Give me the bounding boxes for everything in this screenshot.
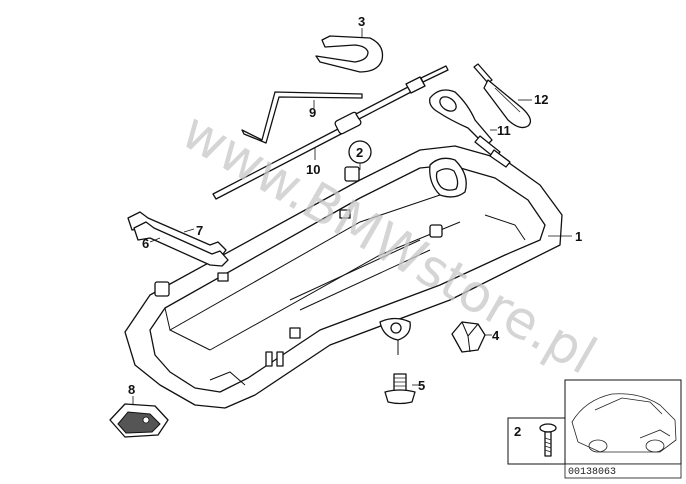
callout-11: 11 [497,123,511,138]
callout-1: 1 [575,229,582,244]
callout-10: 10 [306,162,320,177]
callout-7: 7 [196,223,203,238]
tool-tray [124,145,563,409]
car-inset [564,379,682,465]
callout-4: 4 [492,328,500,343]
cover-part-8 [109,396,169,438]
rod-part-10 [212,65,449,200]
screw-part-5 [384,373,420,405]
clip-part-3 [315,28,384,73]
inset-callout-2: 2 [514,424,521,439]
wrenches-part-6-7 [127,211,229,267]
towing-eye-part-11 [429,89,511,168]
callout-5: 5 [418,378,425,393]
screw-inset: 2 [507,417,566,465]
callout-6: 6 [142,236,149,251]
callout-8: 8 [128,382,135,397]
bent-wrench-part-9 [241,91,363,144]
nut-clip-part-4 [451,321,492,353]
callout-3: 3 [358,14,365,29]
car-icon [571,393,677,453]
screwdriver-part-12 [473,63,532,129]
callout-9: 9 [309,105,316,120]
screw-part-2 [348,140,372,170]
callout-12: 12 [534,92,548,107]
callout-2: 2 [356,145,363,160]
reference-code: 00138063 [568,467,616,478]
